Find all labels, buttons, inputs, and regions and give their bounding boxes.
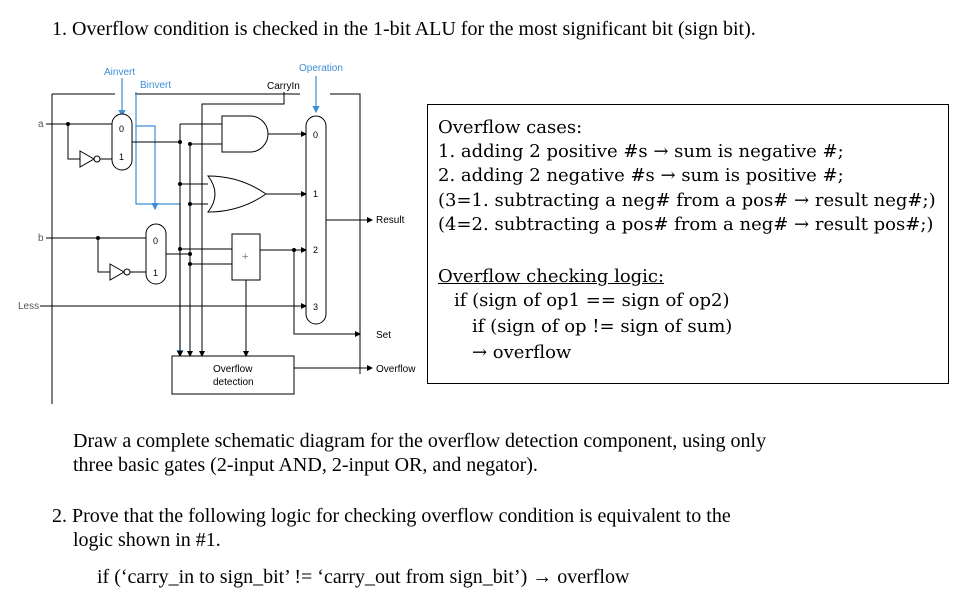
alu-schematic: Ainvert Binvert Operation CarryIn a b Le…	[18, 63, 416, 404]
label-operation: Operation	[299, 63, 343, 74]
label-a: a	[38, 119, 44, 130]
case-2: 2. adding 2 negative #s → sum is positiv…	[438, 165, 844, 186]
mux-b-1: 1	[153, 268, 158, 278]
cases-title: Overflow cases:	[438, 117, 583, 138]
label-binvert: Binvert	[140, 80, 171, 91]
label-overflow: Overflow	[376, 364, 416, 375]
question-2-line-2: logic shown in #1.	[73, 529, 221, 551]
logic-title: Overflow checking logic:	[438, 266, 665, 287]
mux-b-0: 0	[153, 236, 158, 246]
question-2-line-1: 2. Prove that the following logic for ch…	[52, 505, 731, 527]
label-less: Less	[18, 301, 39, 312]
instruction-line-2: three basic gates (2-input AND, 2-input …	[73, 454, 538, 476]
ovf-box-line1: Overflow	[213, 364, 253, 375]
overflow-cases-box: Overflow cases: 1. adding 2 positive #s …	[427, 104, 949, 384]
question-2-line-3: if (‘carry_in to sign_bit’ != ‘carry_out…	[97, 566, 630, 588]
label-result: Result	[376, 215, 405, 226]
ovf-box-line2: detection	[213, 377, 254, 388]
label-ainvert: Ainvert	[104, 67, 135, 78]
question-1: 1. Overflow condition is checked in the …	[52, 18, 756, 40]
label-b: b	[38, 233, 44, 244]
label-carryin: CarryIn	[267, 81, 300, 92]
mux-a-1: 1	[119, 152, 124, 162]
logic-line-2: if (sign of op != sign of sum)	[472, 316, 733, 337]
case-4: (4=2. subtracting a pos# from a neg# → r…	[438, 214, 934, 235]
logic-line-1: if (sign of op1 == sign of op2)	[454, 290, 730, 311]
instruction-line-1: Draw a complete schematic diagram for th…	[73, 430, 767, 452]
mux-op-0: 0	[313, 130, 318, 140]
case-3: (3=1. subtracting a neg# from a pos# → r…	[438, 190, 936, 211]
mux-a-0: 0	[119, 124, 124, 134]
adder-label: +	[242, 251, 248, 263]
mux-op-3: 3	[313, 302, 318, 312]
logic-line-3: → overflow	[472, 342, 572, 363]
mux-op-2: 2	[313, 245, 318, 255]
case-1: 1. adding 2 positive #s → sum is negativ…	[438, 141, 844, 162]
label-set: Set	[376, 330, 391, 341]
mux-op-1: 1	[313, 189, 318, 199]
